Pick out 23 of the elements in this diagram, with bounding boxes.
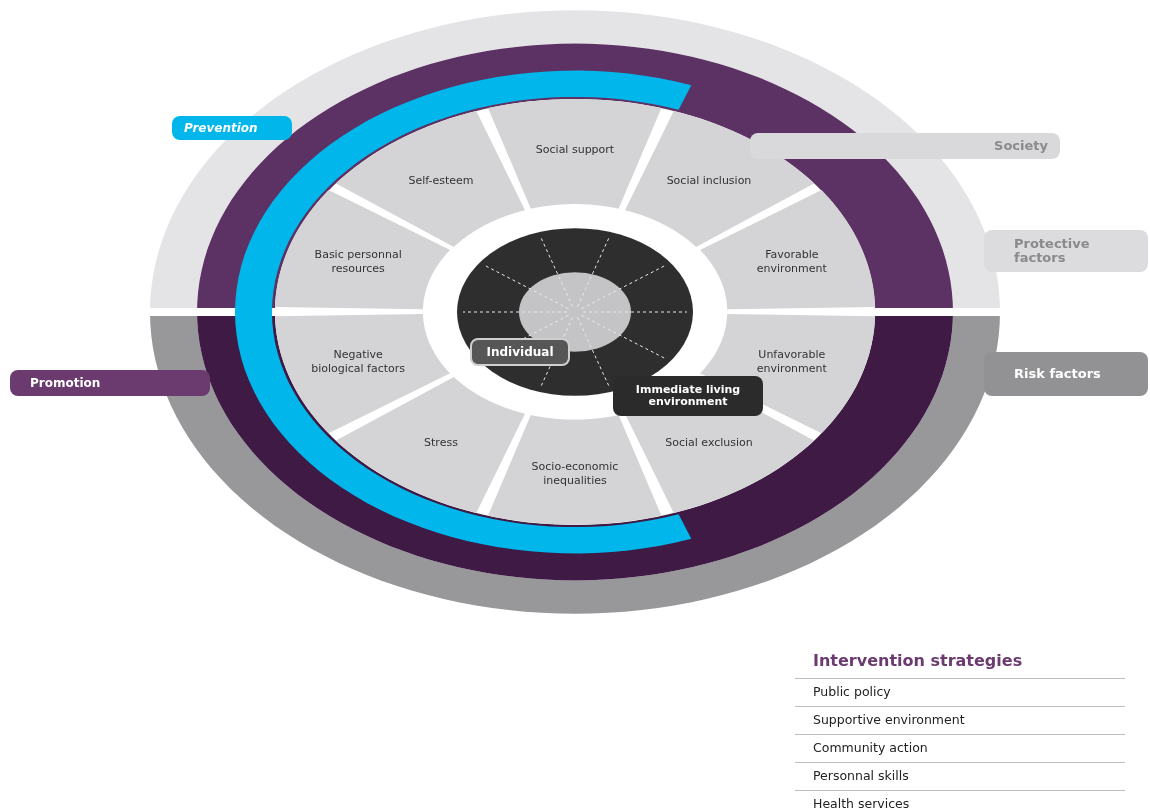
category-tab: Individual: [470, 338, 570, 366]
list-item: Health services: [813, 796, 910, 811]
list-item: Supportive environment: [813, 712, 965, 727]
list-heading: Intervention strategies: [813, 651, 1023, 670]
list-item: Community action: [813, 740, 928, 755]
segment-label: Social exclusion: [664, 435, 754, 450]
segment-label: Unfavorable environment: [755, 348, 828, 376]
list-item: Personnal skills: [813, 768, 909, 783]
segment-label: Negative biological factors: [310, 348, 407, 376]
segment-label: Stress: [423, 435, 459, 450]
list-item: Public policy: [813, 684, 891, 699]
segment-label: Social support: [534, 143, 616, 157]
segment-label: Favorable environment: [755, 247, 828, 276]
category-tab: Immediate living environment: [613, 376, 763, 416]
category-tab: Risk factors: [984, 352, 1148, 396]
category-tab: Protective factors: [984, 230, 1148, 272]
category-tab: Prevention: [172, 116, 292, 140]
segment-label: Self-esteem: [407, 174, 475, 188]
category-tab: Society: [750, 133, 1060, 159]
category-tab: Promotion: [10, 370, 210, 396]
segment-label: Social inclusion: [665, 174, 753, 188]
segment-label: Basic personnal resources: [313, 247, 403, 276]
segment-label: Socio-economic inequalities: [530, 459, 620, 488]
